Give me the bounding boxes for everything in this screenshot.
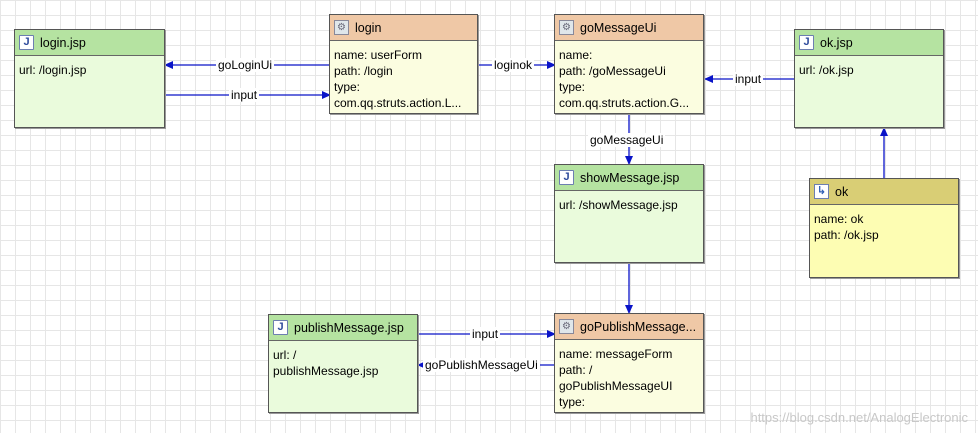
node-header: J showMessage.jsp (555, 165, 703, 191)
action-icon: ⚙ (559, 319, 574, 334)
node-header: J publishMessage.jsp (269, 315, 417, 341)
edge-label-input-publish: input (470, 327, 501, 341)
node-header: ⚙ goMessageUi (555, 15, 703, 41)
jsp-file-icon: J (799, 35, 814, 50)
node-body: url: /login.jsp (15, 56, 164, 78)
jsp-file-icon: J (273, 320, 288, 335)
node-line: com.qq.struts.action.G... (559, 96, 690, 110)
node-title: publishMessage.jsp (294, 320, 404, 335)
node-publishMessage-jsp[interactable]: J publishMessage.jsp url: / publishMessa… (268, 314, 418, 413)
node-showMessage-jsp[interactable]: J showMessage.jsp url: /showMessage.jsp (554, 164, 704, 263)
node-header: ⚙ goPublishMessage... (555, 314, 703, 340)
node-title: goPublishMessage... (580, 319, 697, 334)
node-line: com.qq.struts.action.L... (334, 96, 462, 110)
node-title: login.jsp (40, 35, 86, 50)
node-line: path: /login (334, 64, 393, 78)
node-body: name: userForm path: /login type: com.qq… (330, 41, 477, 111)
node-body: url: /ok.jsp (795, 56, 943, 78)
node-body: url: /showMessage.jsp (555, 191, 703, 213)
node-line: url: /login.jsp (19, 63, 87, 77)
node-line: name: ok (814, 212, 864, 226)
node-ok-jsp[interactable]: J ok.jsp url: /ok.jsp (794, 29, 944, 128)
node-login-jsp[interactable]: J login.jsp url: /login.jsp (14, 29, 165, 128)
action-icon: ⚙ (334, 20, 349, 35)
node-line: path: / (559, 363, 593, 377)
edge-label-loginok: loginok (492, 58, 535, 72)
node-line: path: /goMessageUi (559, 64, 666, 78)
jsp-file-icon: J (559, 170, 574, 185)
node-line: path: /ok.jsp (814, 228, 879, 242)
edge-label-input-ok: input (733, 72, 764, 86)
edge-label-goPublishMessageUi: goPublishMessageUi (423, 358, 540, 372)
watermark: https://blog.csdn.net/AnalogElectronic (750, 410, 968, 425)
node-header: J ok.jsp (795, 30, 943, 56)
node-title: showMessage.jsp (580, 170, 680, 185)
node-header: ⚙ login (330, 15, 477, 41)
node-line: goPublishMessageUI (559, 379, 673, 393)
node-title: login (355, 20, 382, 35)
node-goMessageUi-action[interactable]: ⚙ goMessageUi name: path: /goMessageUi t… (554, 14, 704, 114)
node-line: name: userForm (334, 48, 423, 62)
node-title: ok (835, 184, 849, 199)
node-header: ↳ ok (810, 179, 958, 205)
node-body: name: messageForm path: / goPublishMessa… (555, 340, 703, 410)
node-line: url: / (273, 348, 297, 362)
jsp-file-icon: J (19, 35, 34, 50)
node-body: url: / publishMessage.jsp (269, 341, 417, 379)
node-title: ok.jsp (820, 35, 853, 50)
node-line: name: messageForm (559, 347, 673, 361)
edge-label-goMessageUi: goMessageUi (588, 133, 666, 147)
node-body: name: path: /goMessageUi type: com.qq.st… (555, 41, 703, 111)
node-header: J login.jsp (15, 30, 164, 56)
node-title: goMessageUi (580, 20, 657, 35)
node-ok-forward[interactable]: ↳ ok name: ok path: /ok.jsp (809, 178, 959, 278)
node-line: name: (559, 48, 593, 62)
forward-icon: ↳ (814, 184, 829, 199)
node-login-action[interactable]: ⚙ login name: userForm path: /login type… (329, 14, 478, 114)
node-body: name: ok path: /ok.jsp (810, 205, 958, 243)
node-line: url: /ok.jsp (799, 63, 854, 77)
node-line: type: (334, 80, 361, 94)
action-icon: ⚙ (559, 20, 574, 35)
node-line: type: (559, 80, 586, 94)
node-line: url: /showMessage.jsp (559, 198, 678, 212)
node-line: type: (559, 395, 586, 409)
node-goPublishMessage-action[interactable]: ⚙ goPublishMessage... name: messageForm … (554, 313, 704, 413)
node-line: publishMessage.jsp (273, 364, 379, 378)
edge-label-input-login: input (229, 88, 260, 102)
edge-label-goLoginUi: goLoginUi (216, 58, 275, 72)
